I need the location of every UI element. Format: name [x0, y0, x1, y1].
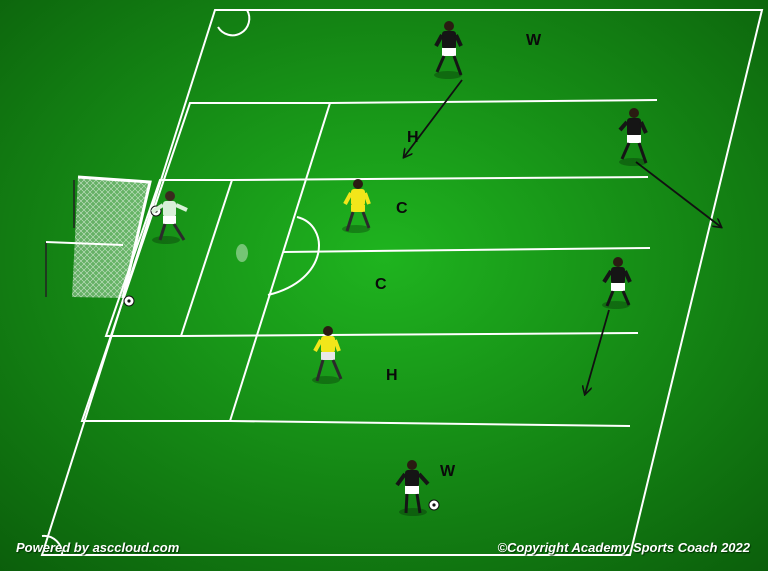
zone-label-central-lower: C [375, 276, 387, 293]
ball-icon [428, 499, 440, 511]
corner-arc-bottom [41, 534, 64, 556]
goal-net [72, 177, 150, 298]
goal [45, 175, 152, 299]
channel-line-5 [229, 420, 631, 427]
player-attacker-top [434, 21, 463, 79]
channel-line-1 [329, 99, 658, 104]
zone-label-wide-bottom: W [440, 463, 456, 480]
player-attacker-bottom [395, 460, 430, 516]
zone-label-wide-top: W [526, 32, 542, 49]
player-defender-lower [312, 326, 343, 384]
penalty-arc [267, 216, 320, 296]
pitch-markings [40, 9, 764, 556]
corner-arc-top [217, 9, 251, 37]
zone-label-half-bottom: H [386, 367, 398, 384]
player-attacker-right [618, 108, 648, 166]
run-arrow-top-wide [404, 79, 463, 157]
player-goalkeeper [150, 191, 188, 244]
arrows [404, 79, 721, 394]
zone-label-central-upper: C [396, 200, 408, 217]
pitch-boundary [40, 9, 764, 556]
player-attacker-lower [602, 257, 632, 309]
channel-line-3 [282, 247, 651, 253]
channel-line-4 [180, 332, 639, 337]
channel-line-2 [231, 176, 649, 181]
copyright-text: ©Copyright Academy Sports Coach 2022 [497, 540, 750, 555]
penalty-spot [236, 244, 248, 262]
ball-icon [123, 295, 135, 307]
zone-label-half-top: H [407, 129, 419, 146]
powered-by-text: Powered by asccloud.com [16, 540, 180, 555]
player-defender-upper [342, 179, 371, 233]
goal-frame [77, 175, 152, 299]
run-arrow-lower [585, 309, 610, 394]
run-arrow-right [635, 161, 721, 227]
